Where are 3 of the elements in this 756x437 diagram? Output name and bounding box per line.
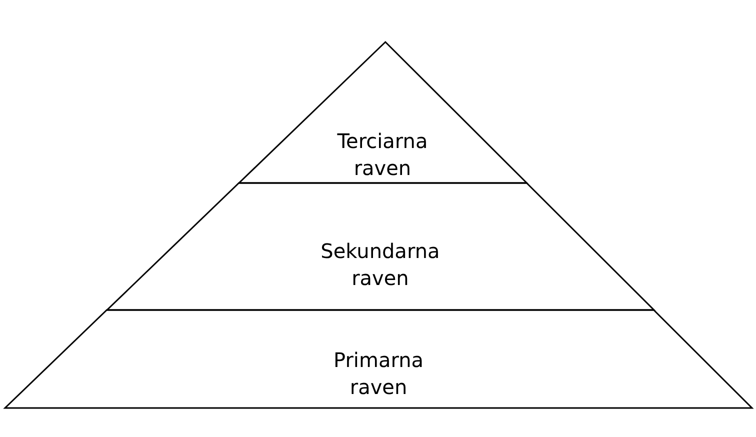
tier-label: Sekundarna raven xyxy=(320,238,441,292)
tier-label: Primarna raven xyxy=(332,347,425,401)
tier-label: Terciarna raven xyxy=(336,128,429,182)
